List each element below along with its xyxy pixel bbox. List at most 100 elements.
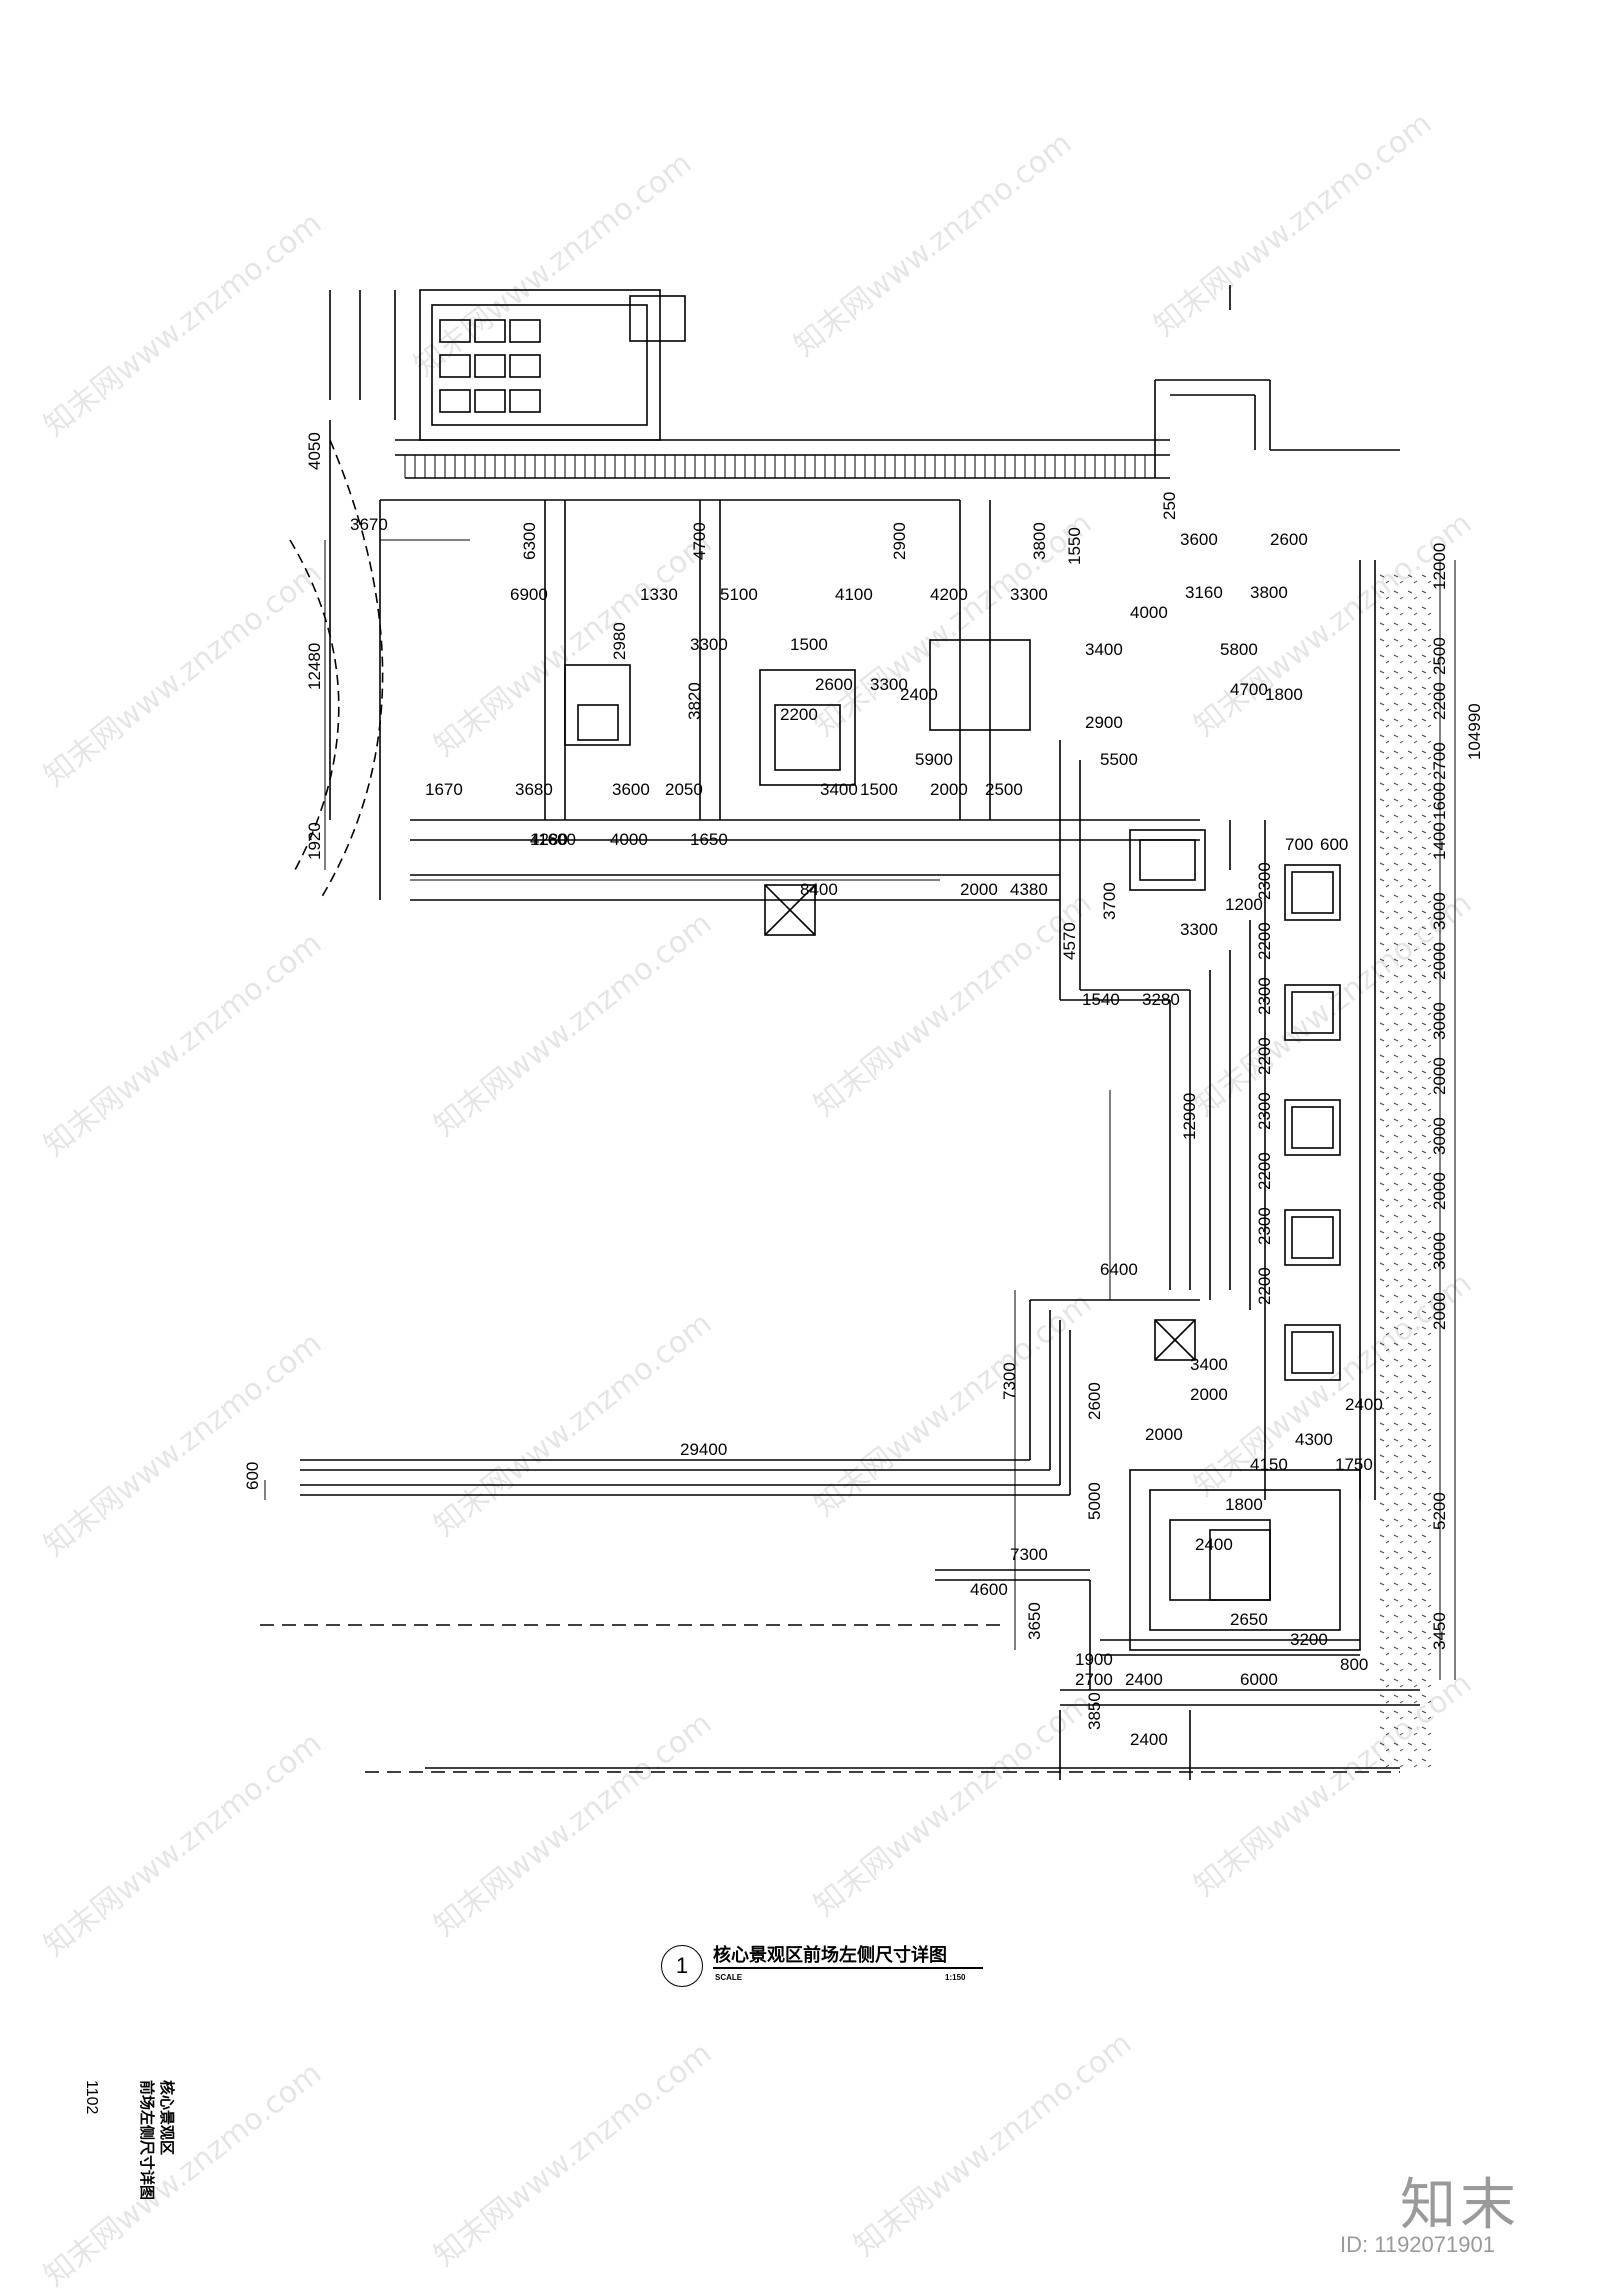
dimension-label: 3280: [1142, 990, 1180, 1009]
dimension-label: 3000: [1430, 1002, 1449, 1040]
dimension-label: 4570: [1060, 922, 1079, 960]
dimension-label: 2050: [665, 780, 703, 799]
dimension-label: 3650: [1025, 1602, 1044, 1640]
dimension-label: 4380: [1010, 880, 1048, 899]
side-title-line1: 核心景观区: [158, 2080, 176, 2156]
dimension-label: 1600: [1430, 782, 1449, 820]
dimension-label: 3700: [1100, 882, 1119, 920]
dimension-label: 1800: [1225, 1495, 1263, 1514]
dimension-label: 5200: [1430, 1492, 1449, 1530]
plan-title-block: 1 核心景观区前场左侧尺寸详图 SCALE 1:150: [655, 1935, 985, 1995]
dimension-label: 2700: [1430, 742, 1449, 780]
scale-label: SCALE: [715, 1973, 743, 1982]
dimension-label: 2400: [1345, 1395, 1383, 1414]
hatched-band: [404, 455, 1156, 478]
dimension-label: 2300: [1255, 1207, 1274, 1245]
plaza-outline: [379, 499, 1200, 901]
page-number: 1102: [83, 2080, 100, 2115]
dimension-label: 2400: [1125, 1670, 1163, 1689]
dimension-label: 4700: [690, 522, 709, 560]
dimension-label: 3800: [1250, 583, 1288, 602]
dimension-label: 2700: [1075, 1670, 1113, 1689]
dimension-label: 5500: [1100, 750, 1138, 769]
dimension-label: 3160: [1185, 583, 1223, 602]
paving-texture: [1379, 574, 1432, 1768]
dimension-label: 2400: [1130, 1730, 1168, 1749]
right-squares: [1264, 560, 1376, 1500]
dimension-label: 2000: [960, 880, 998, 899]
dimension-label: 29400: [680, 1440, 727, 1459]
dimension-label: 1650: [690, 830, 728, 849]
dimension-label: 2200: [1255, 1037, 1274, 1075]
dimension-label: 3300: [690, 635, 728, 654]
left-curve: [289, 439, 384, 901]
dimension-label: 2000: [930, 780, 968, 799]
dimension-label: 2200: [1255, 922, 1274, 960]
dimension-label: 4700: [1230, 680, 1268, 699]
dimension-label: 1920: [305, 822, 324, 860]
toilet-fixtures: [439, 319, 541, 413]
dimension-label: 2000: [1190, 1385, 1228, 1404]
dimension-label: 700: [1285, 835, 1313, 854]
dimension-label: 2000: [1145, 1425, 1183, 1444]
dimension-label: 4000: [1130, 603, 1168, 622]
long-path: [300, 1299, 1200, 1496]
dimension-label: 3200: [1290, 1630, 1328, 1649]
dimension-label: 3000: [1430, 892, 1449, 930]
dimension-label: 3300: [870, 675, 908, 694]
top-building: [329, 285, 1400, 479]
lower-structure: [935, 1469, 1420, 1780]
dimension-label: 6900: [510, 585, 548, 604]
dimension-label: 2000: [1430, 942, 1449, 980]
dimension-label: 6300: [520, 522, 539, 560]
plan-title: 核心景观区前场左侧尺寸详图: [713, 1945, 947, 1966]
brand-logo: 知末: [1400, 2173, 1520, 2238]
dimension-label: 4280: [530, 830, 568, 849]
dimension-label: 4200: [930, 585, 968, 604]
dimension-label: 1500: [860, 780, 898, 799]
dimension-label: 3300: [1180, 920, 1218, 939]
inner-rooms: [564, 639, 1206, 891]
dimension-label: 5800: [1220, 640, 1258, 659]
dimension-label: 4150: [1250, 1455, 1288, 1474]
dimension-label: 2300: [1255, 977, 1274, 1015]
dimension-label: 1900: [1075, 1650, 1113, 1669]
dimension-label: 2600: [1085, 1382, 1104, 1420]
dimension-label: 3400: [1085, 640, 1123, 659]
dimension-label: 1670: [425, 780, 463, 799]
dimension-label: 2300: [1255, 1092, 1274, 1130]
dimension-label: 2200: [1430, 682, 1449, 720]
dimension-label: 4050: [305, 432, 324, 470]
dimension-label: 3400: [820, 780, 858, 799]
dimension-label: 2000: [1430, 1057, 1449, 1095]
dimension-label: 2200: [1255, 1152, 1274, 1190]
dimension-label: 2200: [1255, 1267, 1274, 1305]
dimension-label: 3600: [1180, 530, 1218, 549]
title-underline: [713, 1967, 983, 1969]
dimension-label: 7300: [1000, 1362, 1019, 1400]
side-title-line2: 前场左侧尺寸详图: [138, 2080, 156, 2201]
dimension-label: 1400: [1430, 822, 1449, 860]
dimension-label: 2650: [1230, 1610, 1268, 1629]
dimension-label: 2400: [900, 685, 938, 704]
dimension-label: 800: [1340, 1655, 1368, 1674]
dimension-label: 1330: [640, 585, 678, 604]
dimension-label: 2500: [1430, 637, 1449, 675]
dimension-label: 12900: [1180, 1093, 1199, 1140]
dimension-label: 5100: [720, 585, 758, 604]
dimension-label: 4300: [1295, 1430, 1333, 1449]
dimension-label: 4100: [835, 585, 873, 604]
dimension-label: 1500: [790, 635, 828, 654]
vertical-corridor: [1059, 740, 1251, 1310]
dimension-label: 2500: [985, 780, 1023, 799]
dimension-label: 1750: [1335, 1455, 1373, 1474]
dimension-label: 4600: [970, 1580, 1008, 1599]
dimension-label: 12000: [1430, 543, 1449, 590]
dimension-label: 3000: [1430, 1232, 1449, 1270]
dimension-label: 8400: [800, 880, 838, 899]
marker-boxes: [764, 884, 1196, 1361]
dimension-label: 250: [1160, 492, 1179, 520]
dimension-label: 1200: [1225, 895, 1263, 914]
